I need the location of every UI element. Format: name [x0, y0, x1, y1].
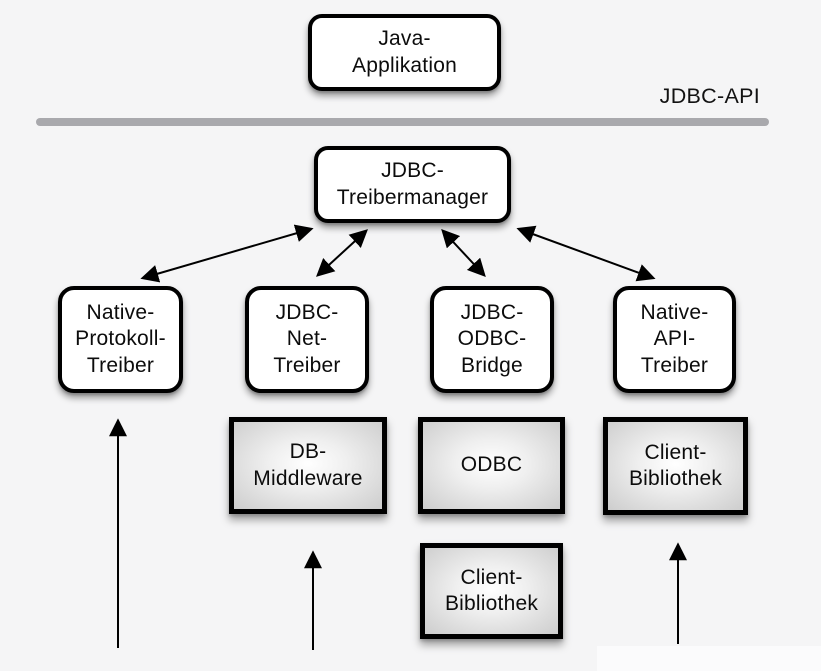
- arrow-treibermanager-native-protokoll: [140, 224, 314, 283]
- node-java-application: Java- Applikation: [308, 14, 501, 91]
- node-client-bibliothek-right-label: Client- Bibliothek: [628, 440, 723, 490]
- jdbc-api-layer-label: JDBC-API: [659, 84, 760, 108]
- node-jdbc-odbc-bridge: JDBC- ODBC- Bridge: [430, 286, 554, 393]
- node-native-protokoll-treiber: Native- Protokoll- Treiber: [58, 286, 183, 393]
- node-client-bibliothek-middle: Client- Bibliothek: [420, 543, 563, 639]
- jdbc-api-divider-line: [36, 118, 769, 126]
- node-db-middleware: DB- Middleware: [229, 417, 387, 514]
- node-jdbc-net-treiber: JDBC- Net- Treiber: [245, 286, 369, 393]
- node-native-api-treiber-label: Native- API- Treiber: [640, 301, 709, 377]
- arrow-treibermanager-native-api: [516, 225, 656, 282]
- node-java-application-label: Java- Applikation: [352, 27, 457, 77]
- node-odbc-label: ODBC: [460, 453, 523, 477]
- arrow-treibermanager-jdbc-net: [316, 229, 368, 277]
- node-client-bibliothek-middle-label: Client- Bibliothek: [444, 565, 539, 615]
- node-odbc: ODBC: [418, 417, 565, 514]
- arrow-treibermanager-jdbc-odbc: [441, 229, 486, 277]
- node-jdbc-treibermanager: JDBC- Treibermanager: [314, 146, 511, 223]
- node-client-bibliothek-right: Client- Bibliothek: [603, 417, 748, 515]
- node-jdbc-treibermanager-label: JDBC- Treibermanager: [336, 159, 489, 209]
- node-jdbc-net-treiber-label: JDBC- Net- Treiber: [273, 301, 341, 377]
- node-jdbc-odbc-bridge-label: JDBC- ODBC- Bridge: [457, 301, 527, 377]
- node-db-middleware-label: DB- Middleware: [253, 440, 363, 490]
- partial-box-bottom-right: [597, 646, 821, 671]
- node-native-api-treiber: Native- API- Treiber: [613, 286, 736, 393]
- node-native-protokoll-treiber-label: Native- Protokoll- Treiber: [75, 301, 166, 377]
